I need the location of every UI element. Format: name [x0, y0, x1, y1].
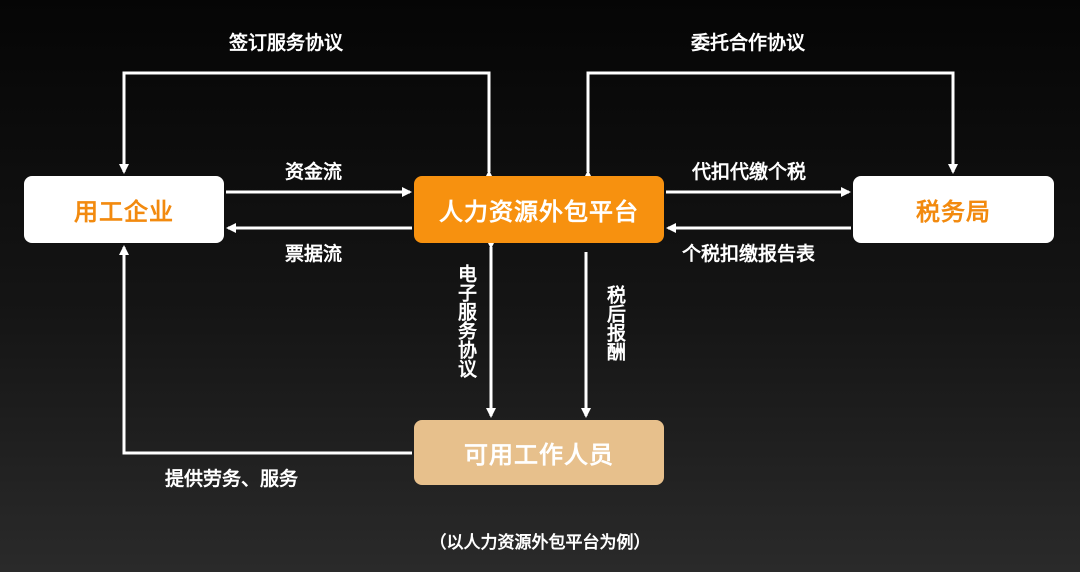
node-platform: 人力资源外包平台: [414, 176, 664, 243]
diagram-caption: （以人力资源外包平台为例）: [429, 533, 651, 553]
arrow-provide-labor: [119, 245, 412, 455]
arrow-sign-agreement: [119, 71, 494, 180]
label-withhold-tax: 代扣代缴个税: [692, 161, 807, 183]
label-e-service-agreement: 电子服务协议: [455, 264, 477, 378]
label-tax-report: 个税扣缴报告表: [682, 243, 816, 265]
label-after-tax-pay: 税后报酬: [604, 285, 626, 361]
label-provide-labor: 提供劳务、服务: [165, 468, 299, 490]
label-entrust-agreement: 委托合作协议: [691, 32, 806, 54]
label-capital-flow: 资金流: [285, 161, 343, 183]
node-workers: 可用工作人员: [414, 420, 664, 485]
label-invoice-flow: 票据流: [285, 243, 343, 265]
node-employer: 用工企业: [24, 176, 224, 243]
label-sign-agreement: 签订服务协议: [229, 32, 344, 54]
node-tax-bureau: 税务局: [853, 176, 1054, 243]
arrow-entrust-agreement: [583, 71, 958, 180]
